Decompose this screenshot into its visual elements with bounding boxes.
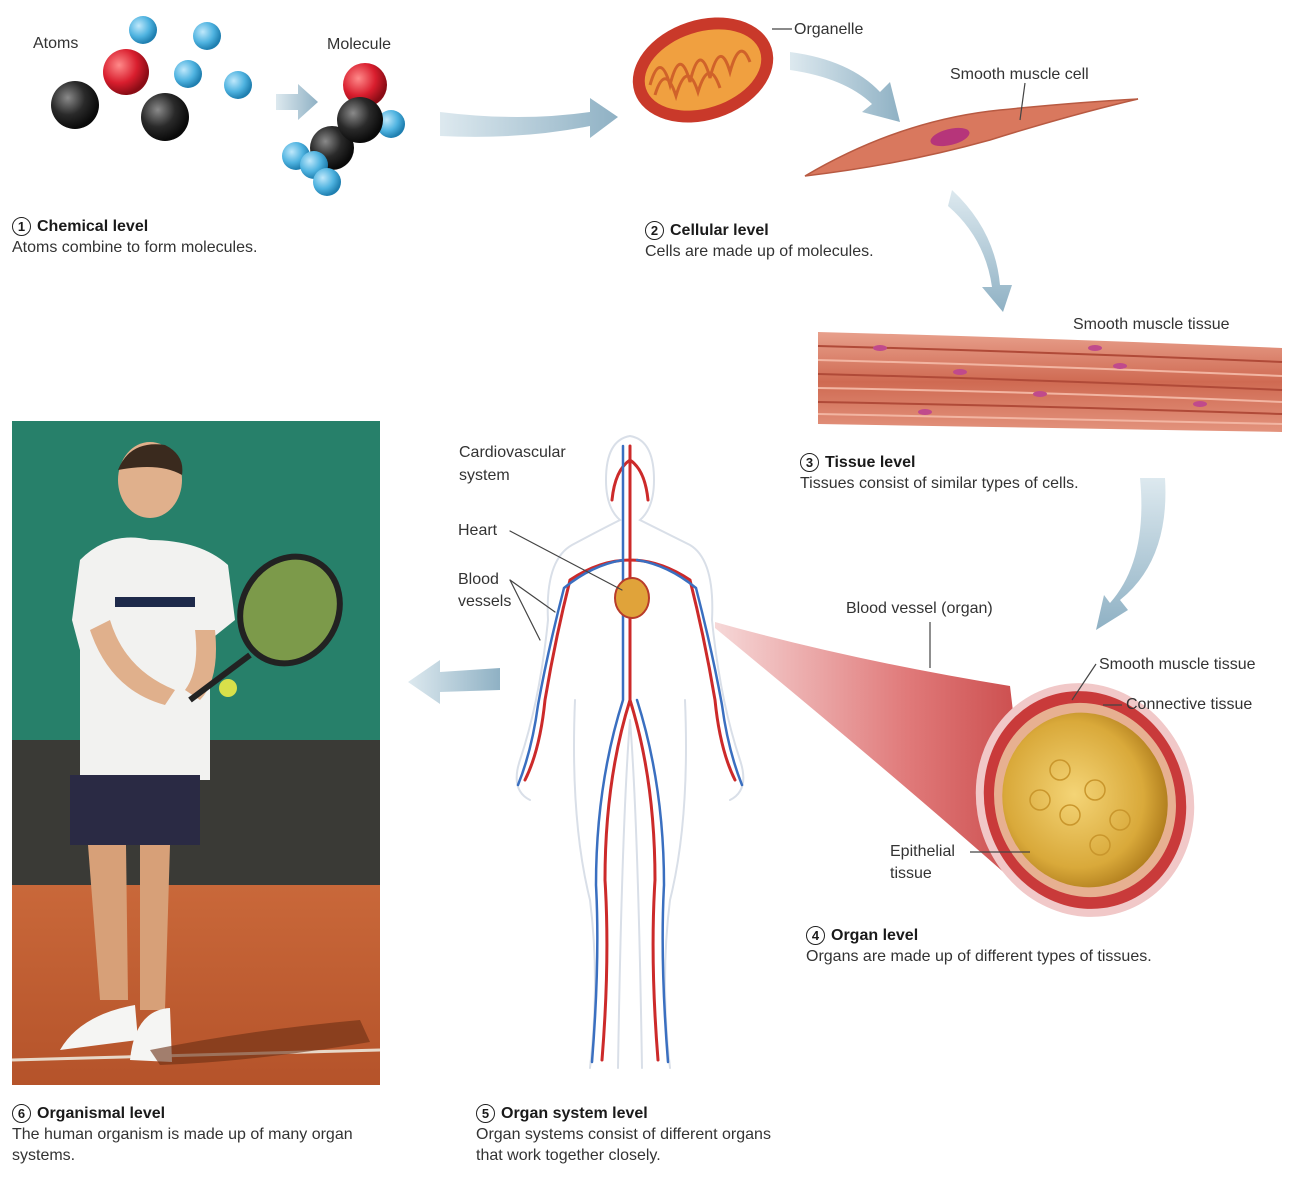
smooth-muscle-cell bbox=[804, 98, 1139, 177]
organismal-level-caption: 6 Organismal level The human organism is … bbox=[12, 1103, 372, 1166]
arrow-tissue-to-organ bbox=[1096, 478, 1166, 630]
molecule-group bbox=[282, 63, 405, 196]
level-number-5: 5 bbox=[476, 1104, 495, 1123]
vessel-smooth-muscle-label: Smooth muscle tissue bbox=[1099, 656, 1256, 673]
chemical-level-caption: 1 Chemical level Atoms combine to form mo… bbox=[12, 216, 372, 258]
atoms-group bbox=[51, 16, 252, 141]
mitochondrion bbox=[632, 17, 774, 123]
blood-vessel-organ-label: Blood vessel (organ) bbox=[846, 600, 993, 617]
level-title: Organismal level bbox=[37, 1105, 166, 1122]
smooth-muscle-cell-label: Smooth muscle cell bbox=[950, 66, 1089, 83]
level-description: Cells are made up of molecules. bbox=[645, 243, 874, 260]
level-title: Cellular level bbox=[670, 222, 769, 239]
level-description: Tissues consist of similar types of cell… bbox=[800, 475, 1079, 492]
arrow-organelle-to-cell bbox=[790, 52, 900, 122]
arrow-atoms-to-molecule bbox=[276, 84, 318, 120]
organelle-label: Organelle bbox=[794, 21, 864, 38]
molecule-label: Molecule bbox=[327, 36, 392, 53]
level-number-1: 1 bbox=[12, 217, 31, 236]
epithelial-label-line2: tissue bbox=[890, 865, 932, 882]
organ-level-caption: 4 Organ level Organs are made up of diffe… bbox=[806, 925, 1246, 967]
arrow-system-to-organism bbox=[408, 660, 500, 704]
smooth-muscle-tissue-label: Smooth muscle tissue bbox=[1073, 316, 1230, 333]
level-number-3: 3 bbox=[800, 453, 819, 472]
level-description: The human organism is made up of many or… bbox=[12, 1126, 353, 1164]
blood-vessels-label-line2: vessels bbox=[458, 593, 512, 610]
level-description: Atoms combine to form molecules. bbox=[12, 239, 258, 256]
level-number-6: 6 bbox=[12, 1104, 31, 1123]
level-description: Organs are made up of different types of… bbox=[806, 948, 1152, 965]
arrow-cell-to-tissue bbox=[948, 190, 1012, 312]
smooth-muscle-tissue bbox=[817, 332, 1283, 432]
level-title: Organ system level bbox=[501, 1105, 648, 1122]
tissue-level-caption: 3 Tissue level Tissues consist of similar… bbox=[800, 452, 1180, 494]
atoms-label: Atoms bbox=[33, 35, 79, 52]
organ-system-level-caption: 5 Organ system level Organ systems consis… bbox=[476, 1103, 776, 1166]
epithelial-label-line1: Epithelial bbox=[890, 843, 955, 860]
blood-vessels-label-line1: Blood bbox=[458, 571, 499, 588]
arrow-chemical-to-cellular bbox=[440, 98, 618, 138]
level-number-2: 2 bbox=[645, 221, 664, 240]
level-number-4: 4 bbox=[806, 926, 825, 945]
level-description: Organ systems consist of different organ… bbox=[476, 1126, 771, 1164]
level-title: Organ level bbox=[831, 927, 919, 944]
level-title: Tissue level bbox=[825, 454, 916, 471]
level-title: Chemical level bbox=[37, 218, 149, 235]
cardiovascular-label-line2: system bbox=[459, 467, 510, 484]
blood-vessel bbox=[715, 622, 1195, 917]
cellular-level-caption: 2 Cellular level Cells are made up of mol… bbox=[645, 220, 975, 262]
heart-label: Heart bbox=[458, 522, 498, 539]
cardiovascular-figure bbox=[509, 435, 745, 1069]
tennis-player-photo bbox=[11, 421, 381, 1085]
connective-tissue-label: Connective tissue bbox=[1126, 696, 1253, 713]
cardiovascular-label-line1: Cardiovascular bbox=[459, 444, 566, 461]
